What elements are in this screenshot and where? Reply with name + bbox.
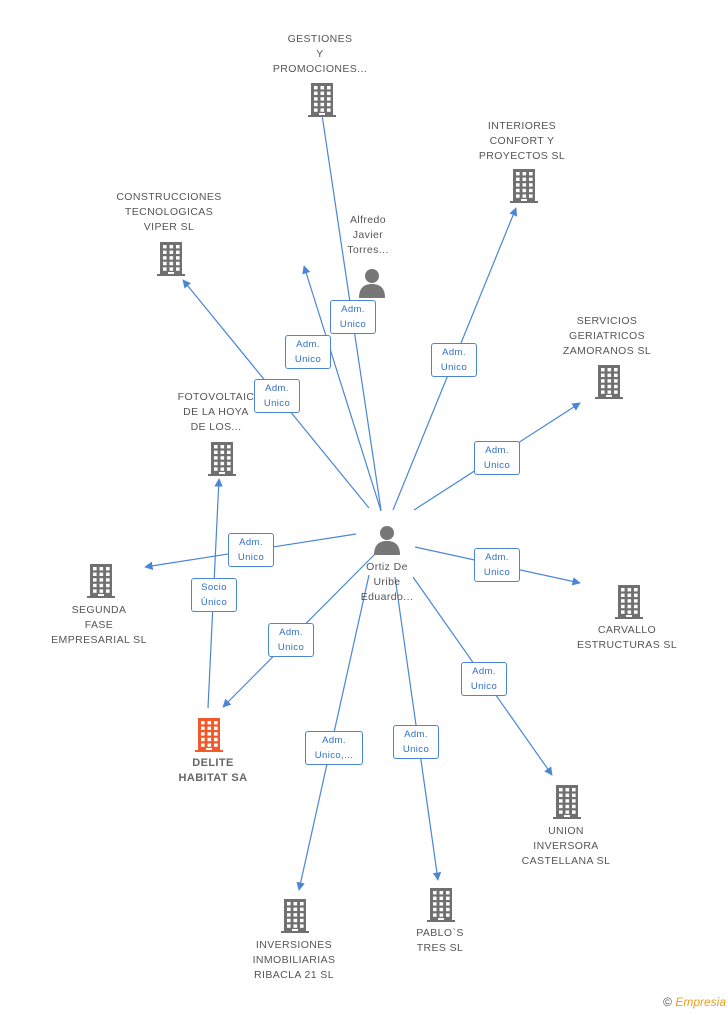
building-icon[interactable] — [308, 83, 336, 122]
copyright-symbol: © — [663, 995, 672, 1009]
edge-label-ortiz-carvallo[interactable]: Adm. Unico — [474, 548, 520, 582]
building-icon[interactable] — [195, 718, 223, 757]
edge-label-ortiz-union[interactable]: Adm. Unico — [461, 662, 507, 696]
company-label-servicios[interactable]: SERVICIOS GERIATRICOS ZAMORANOS SL — [562, 314, 652, 357]
edge-label-ortiz-construcciones[interactable]: Adm. Unico — [254, 379, 300, 413]
edge-alfredo-to-construcciones — [302, 265, 382, 512]
person-icon[interactable] — [373, 525, 401, 560]
edge-label-alfredo-construcciones[interactable]: Adm. Unico — [285, 335, 331, 369]
building-icon[interactable] — [208, 442, 236, 481]
building-icon[interactable] — [87, 564, 115, 603]
company-label-union[interactable]: UNION INVERSORA CASTELLANA SL — [521, 824, 611, 867]
edge-label-ortiz-servicios[interactable]: Adm. Unico — [474, 441, 520, 475]
edge-label-ortiz-delite[interactable]: Adm. Unico — [268, 623, 314, 657]
company-label-carvallo[interactable]: CARVALLO ESTRUCTURAS SL — [576, 624, 678, 651]
edge-label-delite-fotovoltaic[interactable]: Socio Único — [191, 578, 237, 612]
building-icon[interactable] — [595, 365, 623, 404]
brand-logo: Empresia — [675, 995, 726, 1009]
building-icon[interactable] — [281, 899, 309, 938]
edge-label-ortiz-inversiones[interactable]: Adm. Unico,... — [305, 731, 363, 765]
person-label-alfredo[interactable]: Alfredo Javier Torres... — [347, 213, 389, 256]
building-icon[interactable] — [157, 242, 185, 281]
company-label-interiores[interactable]: INTERIORES CONFORT Y PROYECTOS SL — [478, 119, 566, 162]
edge-label-ortiz-pablos[interactable]: Adm. Unico — [393, 725, 439, 759]
company-label-inversiones[interactable]: INVERSIONES INMOBILIARIAS RIBACLA 21 SL — [252, 938, 336, 981]
edge-label-ortiz-segunda[interactable]: Adm. Unico — [228, 533, 274, 567]
copyright: © Empresia — [663, 995, 726, 1009]
building-icon[interactable] — [553, 785, 581, 824]
company-label-pablos[interactable]: PABLO`S TRES SL — [416, 927, 464, 954]
edge-label-ortiz-interiores[interactable]: Adm. Unico — [431, 343, 477, 377]
company-label-segunda[interactable]: SEGUNDA FASE EMPRESARIAL SL — [51, 603, 147, 646]
person-icon[interactable] — [358, 268, 386, 303]
company-label-construcciones[interactable]: CONSTRUCCIONES TECNOLOGICAS VIPER SL — [116, 190, 222, 233]
building-icon[interactable] — [510, 169, 538, 208]
company-label-delite[interactable]: DELITE HABITAT SA — [178, 757, 248, 784]
building-icon[interactable] — [615, 585, 643, 624]
company-label-gestiones[interactable]: GESTIONES Y PROMOCIONES... — [272, 32, 368, 75]
company-label-fotovoltaic[interactable]: FOTOVOLTAIC DE LA HOYA DE LOS... — [177, 390, 255, 433]
person-label-ortiz[interactable]: Ortiz De Uribe Eduardo... — [360, 560, 414, 603]
building-icon[interactable] — [427, 888, 455, 927]
edge-label-ortiz-gestiones[interactable]: Adm. Unico — [330, 300, 376, 334]
